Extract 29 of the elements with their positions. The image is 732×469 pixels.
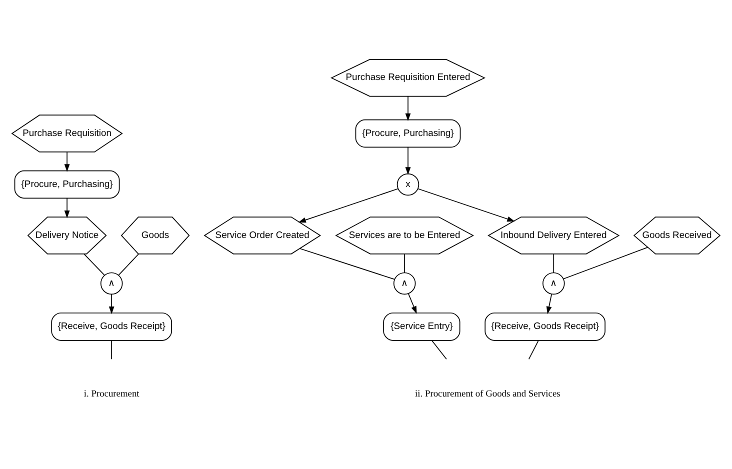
arrow xyxy=(108,294,114,314)
connector xyxy=(563,246,648,280)
arrow xyxy=(298,188,398,223)
arrow xyxy=(546,294,552,314)
node-box: {Procure, Purchasing} xyxy=(14,170,120,199)
node-box: {Service Entry} xyxy=(383,312,460,341)
connector xyxy=(528,340,539,360)
connector xyxy=(404,254,405,274)
node-circle: ∧ xyxy=(542,272,565,295)
node-box: {Receive, Goods Receipt} xyxy=(484,312,606,341)
arrow xyxy=(64,152,70,172)
connector xyxy=(111,340,112,360)
connector xyxy=(118,254,139,276)
connector xyxy=(300,248,395,280)
connector xyxy=(84,254,105,276)
connector xyxy=(431,340,447,360)
label: i. Procurement xyxy=(84,390,140,400)
arrow xyxy=(64,198,70,218)
arrow xyxy=(418,188,515,222)
connector xyxy=(553,254,554,274)
node-box: {Procure, Purchasing} xyxy=(355,119,461,148)
node-circle: ∧ xyxy=(393,272,416,295)
arrow xyxy=(405,146,411,175)
arrow xyxy=(405,96,411,122)
label: ii. Procurement of Goods and Services xyxy=(415,390,560,400)
node-circle: ∧ xyxy=(100,272,123,295)
arrow xyxy=(408,293,417,314)
node-box: {Receive, Goods Receipt} xyxy=(51,312,172,341)
node-circle: x xyxy=(396,173,420,196)
